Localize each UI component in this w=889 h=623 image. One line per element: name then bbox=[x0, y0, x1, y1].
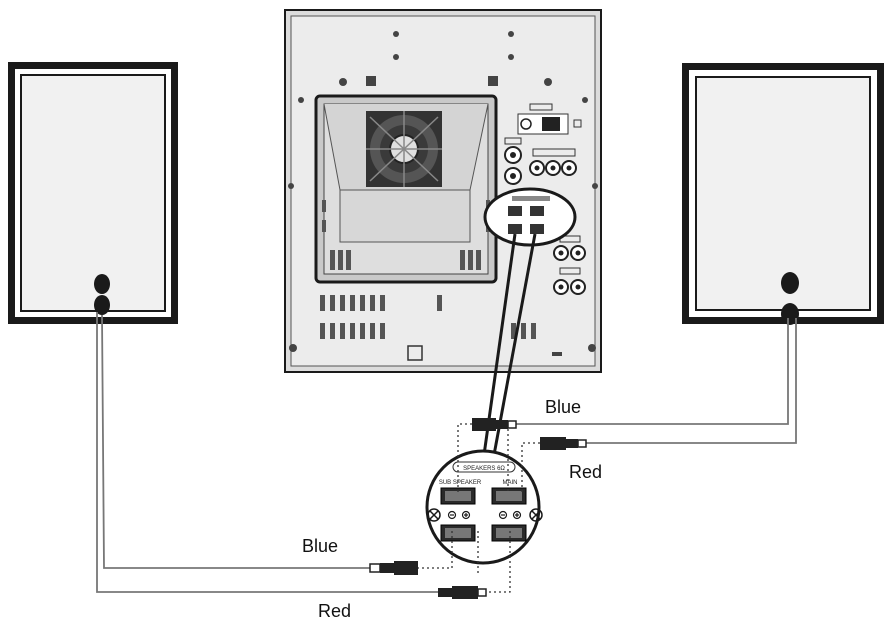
dotted-guides bbox=[418, 423, 540, 593]
fan-panel bbox=[314, 94, 498, 284]
left-speaker bbox=[8, 62, 178, 324]
speaker-wires bbox=[96, 312, 797, 593]
wire-plugs bbox=[369, 418, 587, 599]
main-unit-rear-panel bbox=[284, 9, 602, 373]
right-speaker bbox=[682, 63, 884, 325]
terminal-header-label: SPEAKERS 6Ω bbox=[463, 466, 505, 472]
label-red-left: Red bbox=[318, 601, 351, 621]
rear-connectors bbox=[504, 103, 586, 295]
right-speaker-terminal-bottom bbox=[781, 303, 799, 325]
right-red-wire bbox=[585, 318, 797, 444]
label-blue-right: Blue bbox=[545, 397, 581, 417]
left-blue-wire bbox=[101, 314, 370, 569]
right-blue-wire bbox=[514, 318, 789, 425]
sub-speaker-label: SUB SPEAKER bbox=[439, 480, 482, 486]
left-red-wire bbox=[96, 312, 438, 593]
main-label: MAIN bbox=[503, 480, 518, 486]
terminal-screws bbox=[427, 508, 543, 522]
polarity-marks bbox=[447, 510, 522, 520]
right-speaker-terminal-top bbox=[781, 272, 799, 294]
terminal-header-box bbox=[452, 461, 516, 473]
speaker-terminal-closeup: SPEAKERS 6Ω SUB SPEAKER MAIN bbox=[425, 449, 543, 565]
screw-holes bbox=[288, 31, 598, 352]
left-speaker-terminal-top bbox=[94, 274, 110, 294]
label-red-right: Red bbox=[569, 462, 602, 482]
vent-slots bbox=[320, 295, 536, 339]
unit-speaker-terminals bbox=[483, 187, 577, 247]
label-blue-left: Blue bbox=[302, 536, 338, 556]
left-speaker-terminal-bottom bbox=[94, 295, 110, 315]
